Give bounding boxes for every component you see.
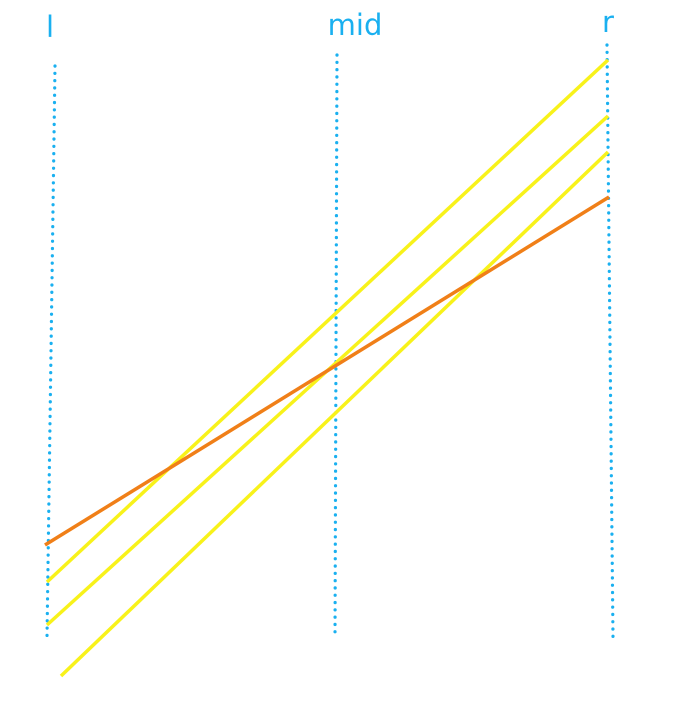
right-divider: [605, 43, 615, 639]
left-label: l: [46, 10, 54, 44]
candidate-line-1: [45, 58, 610, 584]
mid-divider: [333, 53, 339, 639]
mid-label: mid: [328, 8, 383, 42]
left-divider: [45, 64, 57, 639]
highlighted-line: [44, 195, 610, 547]
right-label: r: [602, 5, 614, 39]
candidate-line-3: [59, 150, 610, 678]
